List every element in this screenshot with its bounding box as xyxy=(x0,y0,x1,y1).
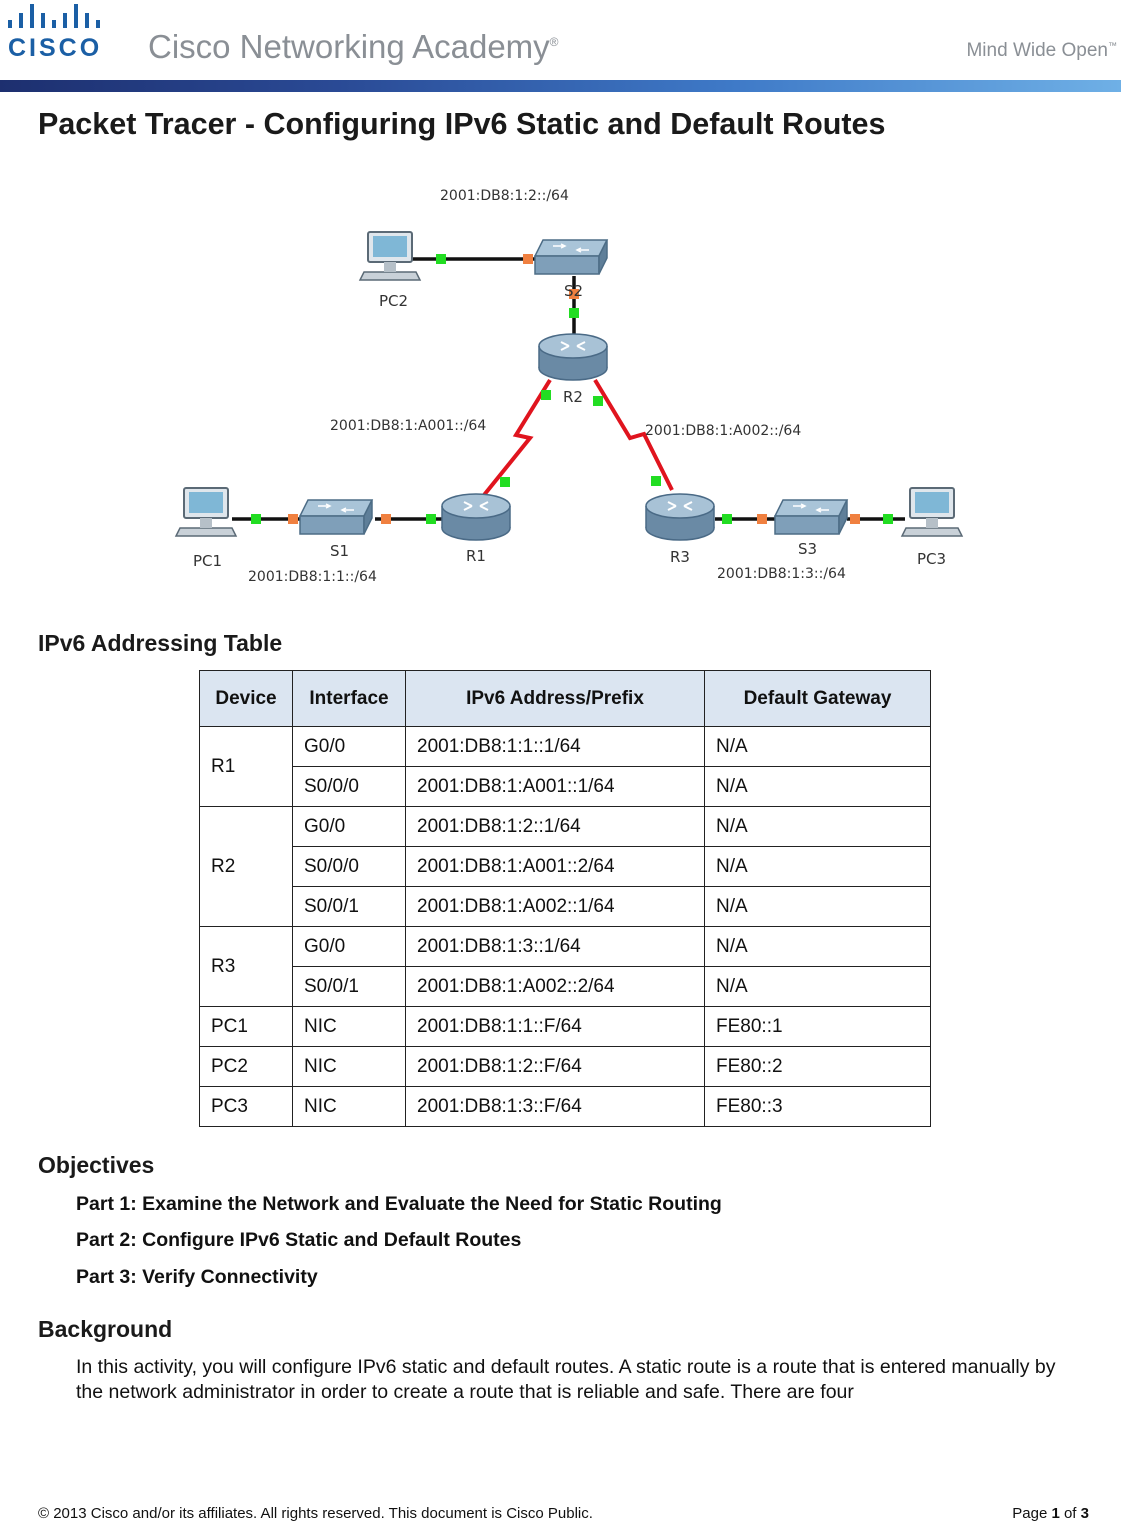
s2-switch-icon xyxy=(534,239,608,275)
pc3-icon xyxy=(901,487,963,537)
r1-router-icon xyxy=(441,493,511,541)
label-r3: R3 xyxy=(670,548,690,566)
cell-interface: G0/0 xyxy=(292,806,406,847)
pc2-icon xyxy=(359,231,421,281)
cell-interface: G0/0 xyxy=(292,726,406,767)
cell-ipv6-address: 2001:DB8:1:2::F/64 xyxy=(405,1046,705,1087)
header-interface: Interface xyxy=(292,670,406,727)
label-s2: S2 xyxy=(564,282,583,300)
label-r1: R1 xyxy=(466,547,486,565)
pc1-icon xyxy=(175,487,237,537)
cell-ipv6-address: 2001:DB8:1:A001::1/64 xyxy=(405,766,705,807)
cell-device: R3 xyxy=(199,926,293,1007)
cell-interface: NIC xyxy=(292,1086,406,1127)
cell-interface: NIC xyxy=(292,1006,406,1047)
cell-default-gateway: FE80::1 xyxy=(704,1006,931,1047)
cell-device: PC1 xyxy=(199,1006,293,1047)
r2-router-icon xyxy=(538,333,608,381)
ipv6-addressing-table: Device Interface IPv6 Address/Prefix Def… xyxy=(199,670,931,1127)
tagline: Mind Wide Open™ xyxy=(966,40,1117,61)
r3-router-icon xyxy=(645,493,715,541)
label-pc1: PC1 xyxy=(193,552,222,570)
label-r2: R2 xyxy=(563,388,583,406)
cell-default-gateway: N/A xyxy=(704,726,931,767)
footer-page-number: Page 1 of 3 xyxy=(1012,1505,1089,1522)
cell-interface: S0/0/1 xyxy=(292,966,406,1007)
cell-ipv6-address: 2001:DB8:1:1::1/64 xyxy=(405,726,705,767)
network-label-pc3-lan: 2001:DB8:1:3::/64 xyxy=(717,566,846,582)
objective-part-3: Part 3: Verify Connectivity xyxy=(76,1266,318,1288)
cell-interface: NIC xyxy=(292,1046,406,1087)
cell-default-gateway: N/A xyxy=(704,926,931,967)
cell-ipv6-address: 2001:DB8:1:A001::2/64 xyxy=(405,846,705,887)
cell-default-gateway: N/A xyxy=(704,806,931,847)
network-topology: PC2 S2 R2 PC1 S1 R1 R3 S3 PC3 2001:DB8:1… xyxy=(175,188,963,585)
cell-ipv6-address: 2001:DB8:1:1::F/64 xyxy=(405,1006,705,1047)
header-color-bar xyxy=(0,80,1121,92)
header-device: Device xyxy=(199,670,293,727)
network-label-r1-r2: 2001:DB8:1:A001::/64 xyxy=(330,418,486,434)
page-title: Packet Tracer - Configuring IPv6 Static … xyxy=(38,107,886,141)
label-s1: S1 xyxy=(330,542,349,560)
network-label-pc2-lan: 2001:DB8:1:2::/64 xyxy=(440,188,569,204)
network-label-pc1-lan: 2001:DB8:1:1::/64 xyxy=(248,569,377,585)
serial-links xyxy=(478,378,674,502)
objective-part-2: Part 2: Configure IPv6 Static and Defaul… xyxy=(76,1229,522,1251)
cell-interface: S0/0/0 xyxy=(292,766,406,807)
addressing-table-heading: IPv6 Addressing Table xyxy=(38,630,283,656)
cell-default-gateway: FE80::2 xyxy=(704,1046,931,1087)
header-ipv6-address: IPv6 Address/Prefix xyxy=(405,670,705,727)
background-heading: Background xyxy=(38,1316,173,1342)
cell-ipv6-address: 2001:DB8:1:3::F/64 xyxy=(405,1086,705,1127)
cell-ipv6-address: 2001:DB8:1:A002::2/64 xyxy=(405,966,705,1007)
cell-interface: G0/0 xyxy=(292,926,406,967)
cell-default-gateway: FE80::3 xyxy=(704,1086,931,1127)
cisco-logo-bars-icon xyxy=(8,4,100,28)
cell-interface: S0/0/1 xyxy=(292,886,406,927)
footer-copyright: © 2013 Cisco and/or its affiliates. All … xyxy=(38,1505,593,1522)
cell-device: PC3 xyxy=(199,1086,293,1127)
header-default-gateway: Default Gateway xyxy=(704,670,931,727)
objectives-heading: Objectives xyxy=(38,1152,155,1178)
cell-ipv6-address: 2001:DB8:1:2::1/64 xyxy=(405,806,705,847)
cell-device: R1 xyxy=(199,726,293,807)
cell-ipv6-address: 2001:DB8:1:3::1/64 xyxy=(405,926,705,967)
cell-default-gateway: N/A xyxy=(704,766,931,807)
cell-default-gateway: N/A xyxy=(704,846,931,887)
cisco-logo-text: CISCO xyxy=(8,34,103,62)
page-header: CISCO Cisco Networking Academy® Mind Wid… xyxy=(0,0,1121,92)
cell-device: PC2 xyxy=(199,1046,293,1087)
cell-device: R2 xyxy=(199,806,293,927)
label-s3: S3 xyxy=(798,540,817,558)
network-label-r2-r3: 2001:DB8:1:A002::/64 xyxy=(645,423,801,439)
link-status-dots xyxy=(251,254,893,524)
table-header-row: Device Interface IPv6 Address/Prefix Def… xyxy=(199,670,931,727)
s1-switch-icon xyxy=(299,499,373,535)
academy-name: Cisco Networking Academy® xyxy=(148,28,559,65)
cell-default-gateway: N/A xyxy=(704,966,931,1007)
label-pc2: PC2 xyxy=(379,292,408,310)
s3-switch-icon xyxy=(774,499,848,535)
objective-part-1: Part 1: Examine the Network and Evaluate… xyxy=(76,1193,722,1215)
cell-interface: S0/0/0 xyxy=(292,846,406,887)
cell-default-gateway: N/A xyxy=(704,886,931,927)
background-paragraph: In this activity, you will configure IPv… xyxy=(76,1356,1056,1403)
cell-ipv6-address: 2001:DB8:1:A002::1/64 xyxy=(405,886,705,927)
label-pc3: PC3 xyxy=(917,550,946,568)
